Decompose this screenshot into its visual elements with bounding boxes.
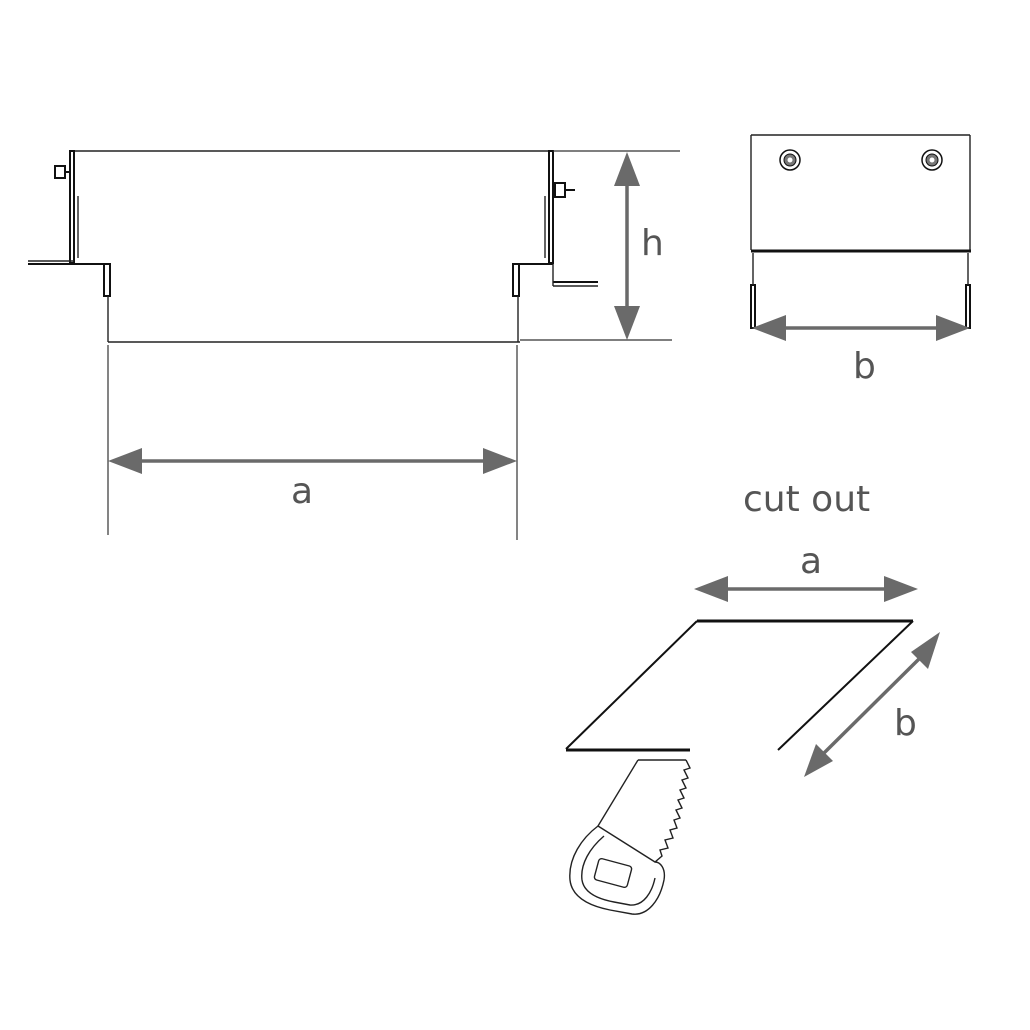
right-bracket: [512, 150, 598, 342]
cutout-dimension-a: [694, 576, 918, 602]
dimension-b: [752, 315, 970, 341]
dimension-h: [614, 152, 640, 340]
bolt-icon: [779, 149, 801, 171]
dimension-a-label: a: [291, 471, 313, 512]
cutout-view: cut out a b: [565, 479, 940, 915]
bolt-icon: [921, 149, 943, 171]
saw-icon: [569, 759, 691, 915]
left-bracket: [28, 150, 111, 342]
cutout-dimension-b-label: b: [894, 703, 917, 744]
dimension-b-label: b: [853, 346, 876, 387]
dimension-h-label: h: [641, 223, 664, 264]
side-view: b: [750, 134, 971, 387]
cutout-dimension-b: [804, 632, 940, 777]
cutout-dimension-a-label: a: [800, 541, 822, 582]
dimension-a: [108, 448, 517, 474]
cutout-title: cut out: [743, 479, 870, 520]
cutout-outline: [565, 619, 914, 752]
front-view: h a: [28, 150, 680, 540]
